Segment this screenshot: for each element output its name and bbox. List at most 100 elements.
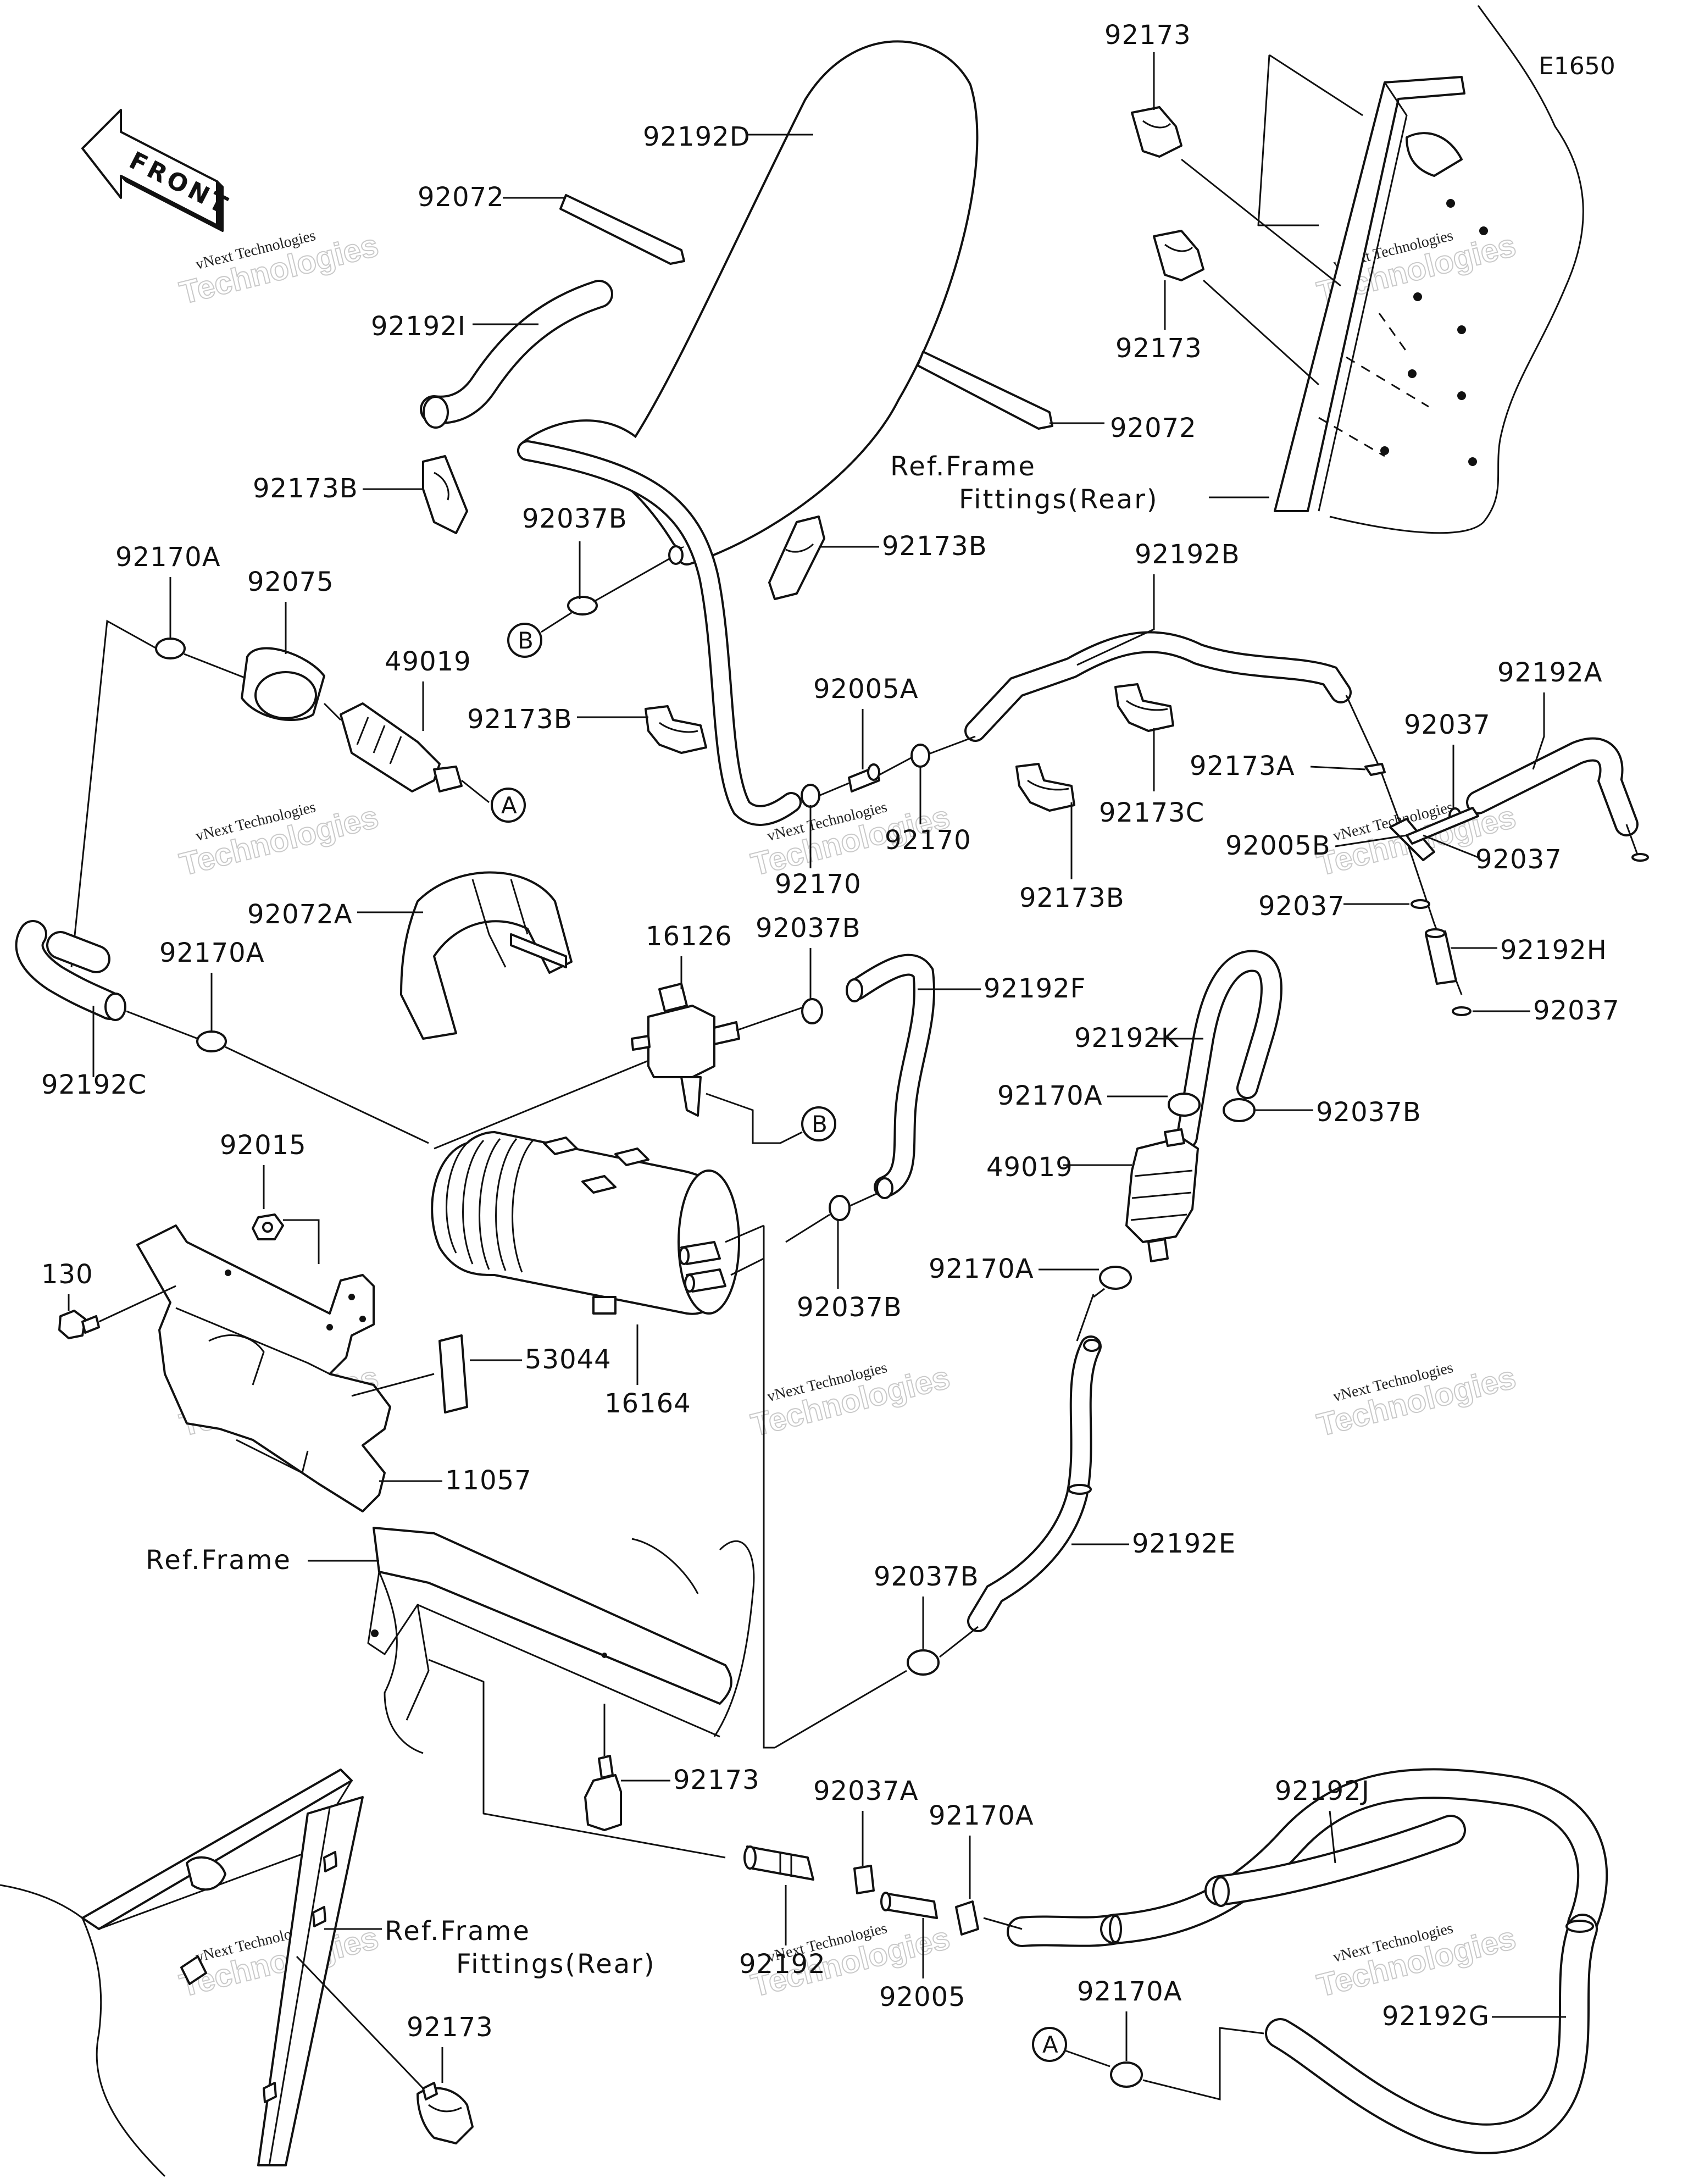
part-label-16126: 16126: [646, 921, 732, 952]
part-label-92170A-6: 92170A: [1077, 1976, 1182, 2007]
callout-a-bottom: A: [1032, 2027, 1067, 2062]
clamp-92173B-3: [645, 705, 707, 754]
part-label-92192D: 92192D: [643, 121, 751, 152]
part-label-92005: 92005: [879, 1982, 966, 2013]
hose-92192D-lower: [517, 440, 802, 826]
fuel-filter-49019-1: [323, 702, 463, 792]
svg-text:A: A: [1042, 2031, 1058, 2058]
clamp-92037A: [853, 1865, 875, 1894]
part-label-92192J: 92192J: [1275, 1776, 1370, 1806]
clamp-92037B-3: [1223, 1098, 1256, 1122]
clamp-92037-4: [1452, 1006, 1472, 1016]
hose-92192H: [1425, 928, 1457, 985]
part-label-92170-2: 92170: [885, 825, 971, 856]
part-label-92037B-5: 92037B: [874, 1561, 979, 1592]
hose-92192I: [420, 280, 613, 429]
part-label-92037-1: 92037: [1404, 709, 1491, 740]
callout-b-top: B: [507, 612, 572, 658]
joint-92005A: [848, 763, 880, 792]
part-label-92005B: 92005B: [1225, 830, 1331, 861]
part-label-92072-mid: 92072: [1110, 413, 1197, 444]
part-label-92037B-1: 92037B: [522, 503, 628, 534]
part-label-130: 130: [41, 1259, 93, 1290]
hose-92192A: [1466, 737, 1639, 836]
part-label-92173B-3: 92173B: [467, 704, 573, 735]
fuel-filter-49019-2: [1125, 1128, 1199, 1262]
sleeve-92075: [241, 647, 325, 721]
part-label-92173-low: 92173: [673, 1765, 760, 1795]
diagram-code: E1650: [1539, 52, 1615, 80]
clamp-92037B-5: [907, 1649, 940, 1676]
joint-92005: [880, 1892, 938, 1919]
hose-92192J: [1007, 1768, 1608, 1947]
svg-text:A: A: [501, 792, 517, 819]
part-label-92192E: 92192E: [1132, 1528, 1236, 1559]
clamp-92037B-1: [567, 545, 684, 616]
part-label-92173-mid: 92173: [1115, 333, 1202, 364]
fittings-rear-label-top: Fittings(Rear): [959, 484, 1159, 515]
clamp-92173C: [1114, 683, 1174, 732]
part-label-92075: 92075: [247, 567, 334, 597]
valve-16126: [631, 983, 740, 1117]
part-label-92192A: 92192A: [1497, 657, 1603, 688]
frame-fittings-rear-bottom: [0, 1769, 364, 2177]
clamp-92170-1: [801, 784, 820, 808]
clamp-92173B-4: [1015, 763, 1075, 812]
clamp-92173A: [1364, 763, 1386, 776]
sleeve-53044: [438, 1334, 468, 1413]
part-label-92173-bottom: 92173: [407, 2012, 493, 2043]
clamp-92170-2: [910, 744, 930, 768]
part-label-92037B-2: 92037B: [756, 913, 861, 944]
nut-92015: [252, 1213, 284, 1240]
part-label-92015: 92015: [220, 1130, 307, 1161]
part-label-92173B-4: 92173B: [1019, 883, 1125, 913]
part-label-92037-3: 92037: [1258, 891, 1345, 922]
part-label-92037B-4: 92037B: [797, 1292, 902, 1323]
part-label-92173B-2: 92173B: [882, 531, 987, 562]
fittings-rear-label-bottom: Fittings(Rear): [456, 1949, 656, 1980]
hose-92192F: [846, 954, 935, 1199]
watermark: Technologies vNext Technologies: [176, 799, 382, 883]
part-label-92173-top: 92173: [1104, 20, 1191, 51]
frame-middle: [367, 1527, 755, 1859]
hose-92192E: [967, 1335, 1102, 1632]
part-label-92192B: 92192B: [1135, 539, 1240, 570]
cable-tie-92072-mid: [917, 351, 1053, 430]
clamp-92170A-5: [955, 1900, 979, 1936]
clamp-92173-low: [584, 1755, 622, 1831]
part-label-92037-4: 92037: [1533, 995, 1620, 1026]
svg-text:B: B: [812, 1111, 828, 1138]
hose-92192K: [1176, 950, 1282, 1149]
callout-a-top: A: [491, 788, 526, 823]
watermark: Technologies vNext Technologies: [176, 227, 382, 312]
ref-frame-label-top: Ref.Frame: [890, 451, 1036, 482]
part-label-92072A: 92072A: [247, 899, 353, 930]
part-label-92037A: 92037A: [813, 1776, 919, 1806]
watermark: Technologies vNext Technologies: [176, 1920, 382, 2004]
clamp-92173-mid: [1153, 230, 1320, 386]
clamp-92173B-2: [768, 515, 825, 600]
clamp-92037-3: [1411, 899, 1430, 909]
clamp-92037B-2: [801, 998, 823, 1024]
part-label-92173C: 92173C: [1099, 797, 1204, 828]
part-label-92192G: 92192G: [1382, 2001, 1490, 2032]
part-label-92170A-2: 92170A: [159, 938, 265, 968]
watermark: Technologies vNext Technologies: [1313, 1359, 1520, 1444]
joint-92005B: [1389, 807, 1479, 861]
part-label-92192: 92192: [739, 1949, 826, 1980]
hose-92192C: [15, 920, 126, 1021]
clamp-92173B-1: [422, 455, 468, 534]
frame-fittings-rear-top: [1257, 5, 1584, 534]
bolt-130: [58, 1310, 100, 1339]
part-label-92170A-1: 92170A: [115, 542, 221, 573]
callout-b-mid: B: [801, 1106, 836, 1141]
ref-frame-label-mid: Ref.Frame: [146, 1545, 292, 1576]
part-label-92173B-1: 92173B: [253, 473, 358, 504]
part-label-92170A-4: 92170A: [929, 1254, 1034, 1284]
hose-92192G: [1109, 1914, 1598, 2154]
part-label-92005A: 92005A: [813, 674, 919, 705]
clamp-92037B-4: [829, 1195, 851, 1221]
band-92072A: [400, 871, 573, 1040]
part-label-49019-1: 49019: [385, 646, 471, 677]
